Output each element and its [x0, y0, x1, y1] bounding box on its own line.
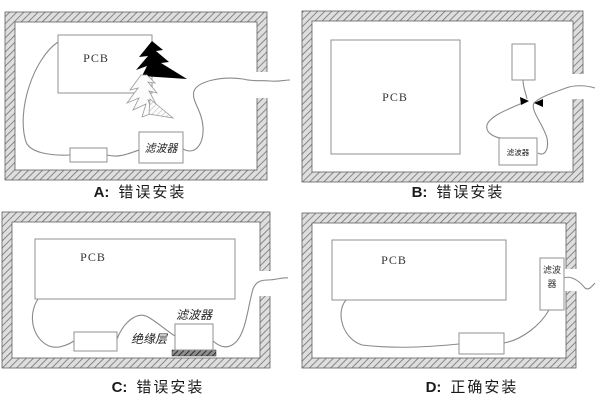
pcb-label: PCB — [83, 51, 109, 65]
caption-text: 错误安装 — [136, 380, 205, 396]
panel-b-diagram: PCB 滤波器 — [301, 10, 596, 183]
cable-pcb-to-connector — [22, 41, 71, 156]
caption-text: 正确安装 — [450, 380, 519, 396]
coupling-arrow-left-icon — [520, 97, 529, 105]
filter-box — [539, 257, 565, 311]
panel-a-diagram: PCB 滤波器 — [4, 11, 291, 181]
caption-text: 错误安装 — [436, 185, 505, 201]
caption-c: C: 错误安装 — [8, 376, 308, 397]
insulation-strip — [171, 349, 217, 357]
cable-pcb-to-connector — [31, 298, 75, 348]
panel-d: PCB 滤波器 D: 正确安装 — [300, 200, 600, 400]
insulation-label: 绝缘层 — [131, 332, 168, 346]
cable-junction-to-filter — [486, 100, 528, 139]
filter-box — [498, 137, 538, 166]
pcb-label: PCB — [382, 90, 408, 104]
caption-letter: A: — [93, 184, 110, 201]
device-box — [511, 43, 536, 81]
cable-connector-to-filter — [503, 309, 550, 344]
caption-letter: B: — [411, 184, 428, 201]
lightning-arrowhead-icon — [148, 98, 175, 119]
coupling-arrow-right-icon — [534, 99, 543, 107]
enclosure-gap — [254, 271, 272, 296]
caption-d: D: 正确安装 — [322, 376, 600, 397]
panel-c-diagram: PCB 滤波器 绝缘层 — [1, 211, 289, 369]
cable-filter-to-exit — [212, 277, 289, 348]
pcb-label: PCB — [80, 250, 106, 264]
connector-box — [73, 331, 118, 352]
panel-a: PCB 滤波器 A: 错误安装 — [0, 0, 300, 202]
caption-a: A: 错误安装 — [0, 181, 290, 202]
pcb-box — [331, 239, 507, 301]
panel-c: PCB 滤波器 绝缘层 C: 错误安装 — [0, 200, 300, 400]
caption-letter: D: — [425, 379, 442, 396]
cable-filter-to-exit — [182, 77, 291, 152]
filter-box — [138, 131, 184, 164]
connector-box — [458, 332, 505, 355]
cable-pcb-to-connector — [340, 299, 460, 348]
filter-label: 滤波器 — [176, 308, 213, 322]
filter-label: 滤波器 — [507, 147, 530, 157]
cable-filter-to-exit — [562, 276, 596, 290]
pcb-box — [34, 238, 236, 300]
cable-connector-to-filter — [106, 149, 140, 157]
cable-connector-to-filter — [116, 314, 176, 340]
filter-box — [174, 323, 214, 351]
pcb-box — [330, 39, 461, 155]
panel-b: PCB 滤波器 B: 错误安装 — [300, 0, 600, 202]
caption-text: 错误安装 — [118, 185, 187, 201]
caption-letter: C: — [111, 379, 128, 396]
filter-label: 滤波器 — [145, 142, 179, 155]
filter-label: 滤波器 — [542, 265, 561, 289]
connector-box — [69, 147, 108, 163]
caption-b: B: 错误安装 — [308, 181, 600, 202]
panel-d-diagram: PCB — [301, 212, 596, 369]
cable-device-to-junction — [522, 79, 528, 100]
pcb-label: PCB — [381, 253, 407, 267]
lightning-bolt-solid-icon — [136, 41, 187, 79]
enclosure-gap — [253, 72, 270, 98]
